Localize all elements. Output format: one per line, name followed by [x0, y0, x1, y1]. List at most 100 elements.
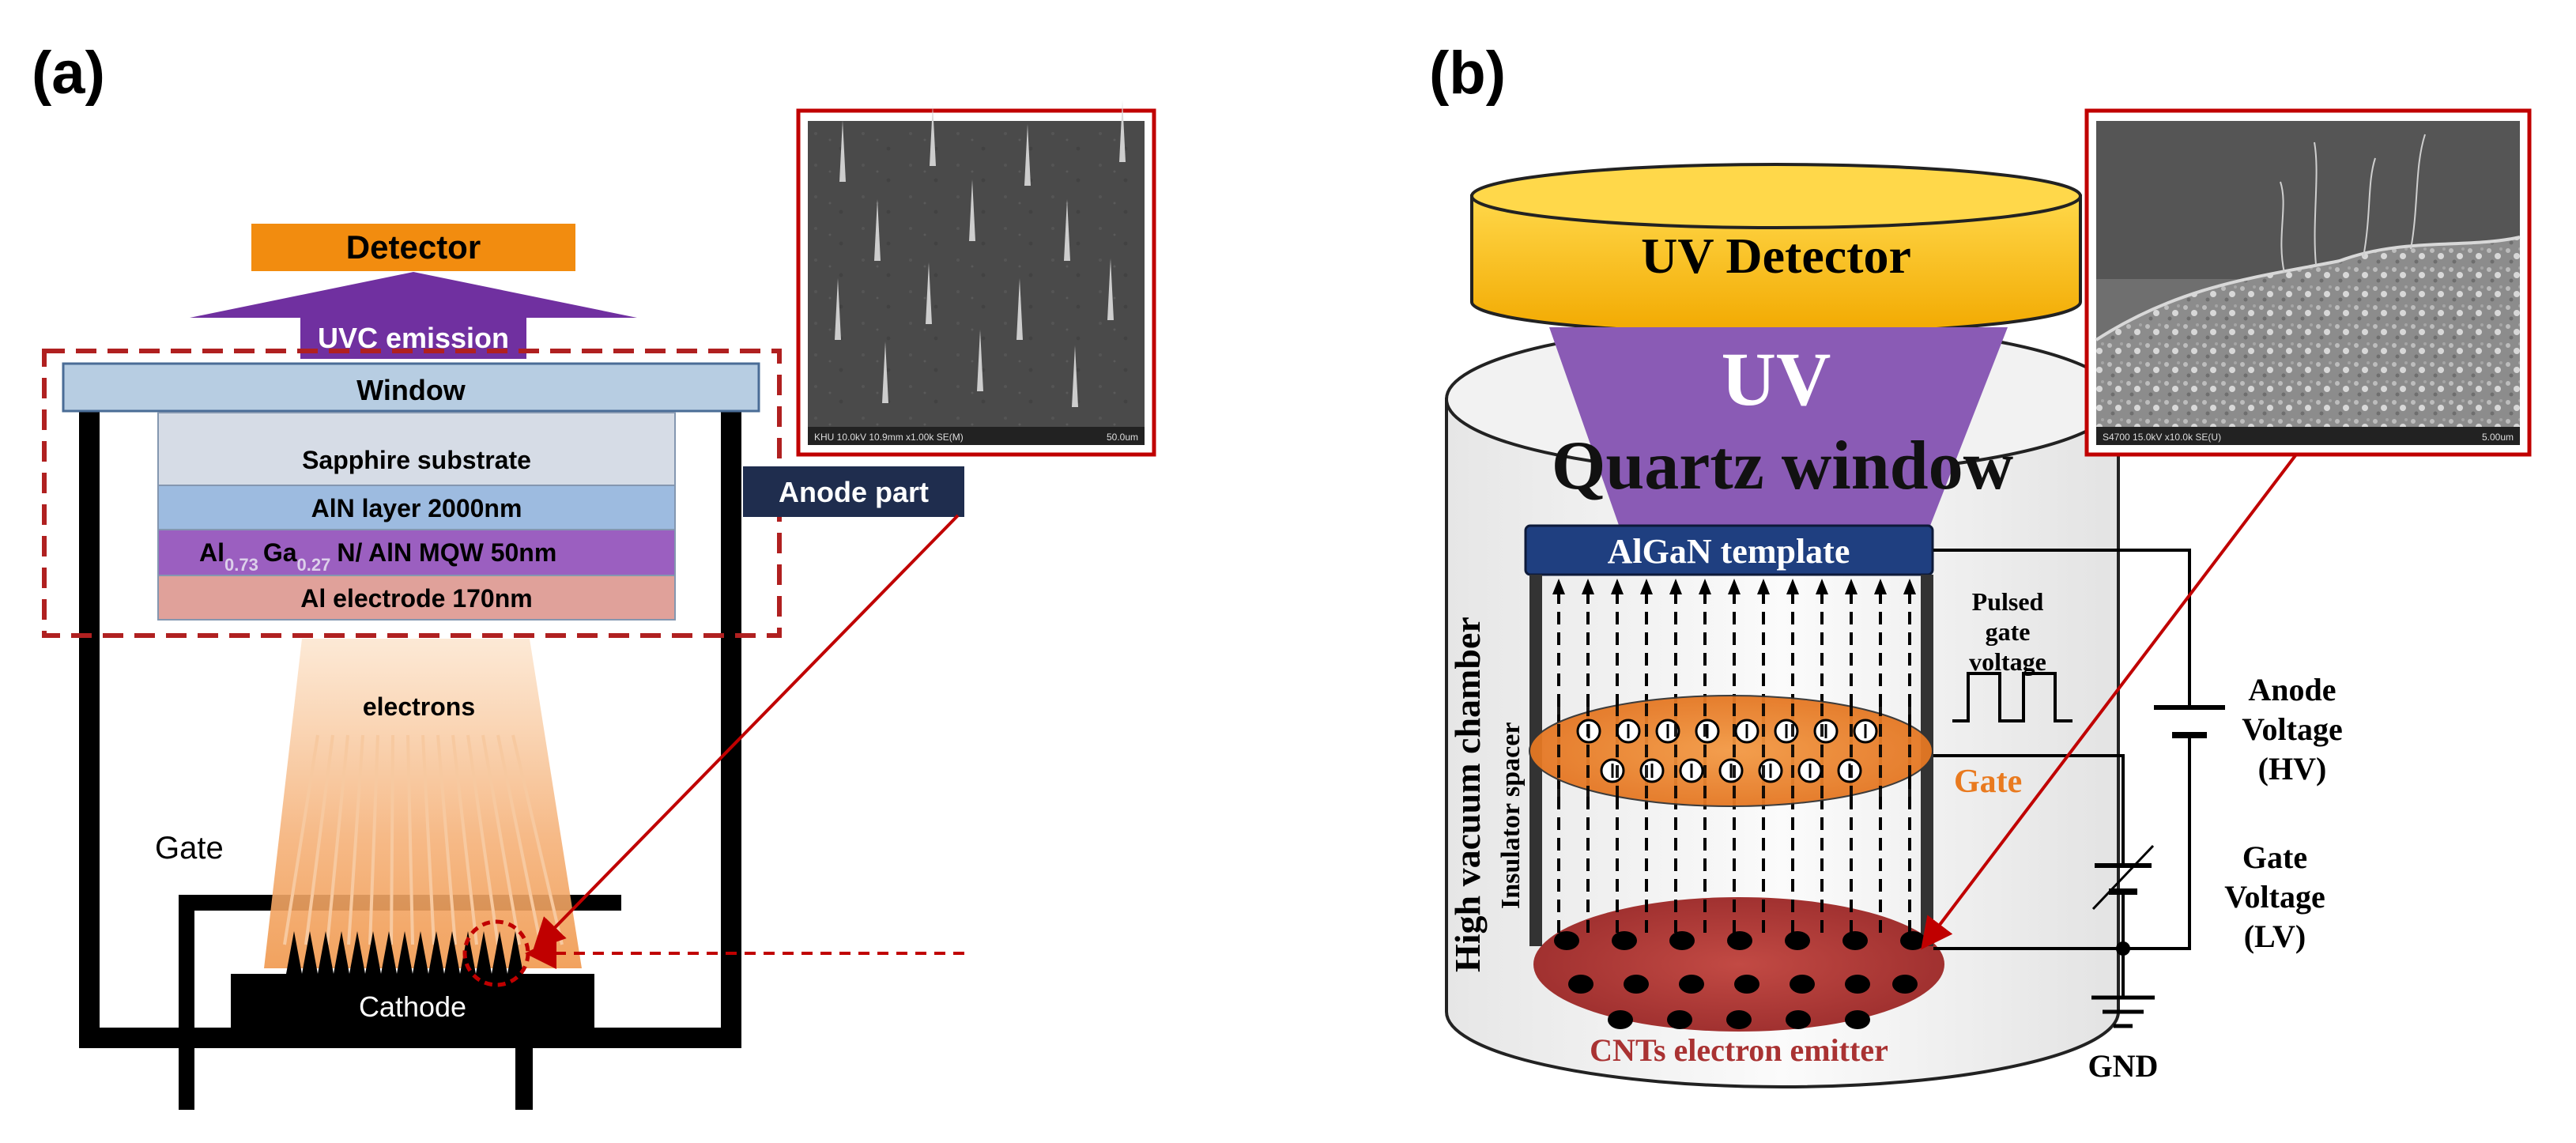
- nano-tip: [492, 931, 507, 974]
- electron-rays: [283, 734, 564, 945]
- cnt-emitter-base: [1533, 897, 1944, 1032]
- variable-arrow: [2091, 844, 2155, 911]
- electron-ray: [406, 734, 414, 945]
- sem-spike: [1072, 345, 1078, 407]
- electron-ray: [326, 734, 349, 945]
- gate-voltage-label: Gate Voltage (LV): [2224, 839, 2325, 954]
- sem-spike: [882, 341, 888, 403]
- cnt-emitter-dot: [1568, 975, 1593, 994]
- electron-arrowhead: [1874, 579, 1887, 594]
- cnt-emitter-dot: [1669, 931, 1695, 950]
- nano-tip: [428, 931, 444, 974]
- pulse-waveform: [1952, 672, 2072, 722]
- nano-tip: [476, 931, 492, 974]
- electron-arrowheads: [1552, 579, 1916, 594]
- mqw-al-sub: 0.73: [224, 555, 258, 575]
- gate-voltage-line-1: Gate: [2242, 839, 2307, 875]
- cnt-emitter-dot: [1734, 975, 1759, 994]
- callout-solid-arrow: [533, 514, 960, 950]
- electron-beam: [264, 639, 582, 968]
- nano-tip: [444, 931, 460, 974]
- cnt-emitter-dot: [1624, 975, 1649, 994]
- sem-spike: [1107, 258, 1114, 320]
- nano-tip: [349, 931, 365, 974]
- quartz-window-label: Quartz window: [1552, 428, 2014, 504]
- circuit-wires: [1933, 549, 2191, 998]
- nano-tip: [507, 931, 523, 974]
- electron-ray: [283, 734, 319, 945]
- nano-tip: [413, 931, 428, 974]
- mqw-al: Al: [199, 538, 224, 567]
- sem-spike: [969, 179, 975, 241]
- cnt-emitter-dot: [1900, 931, 1925, 950]
- electron-arrowhead: [1757, 579, 1770, 594]
- electron-arrowhead: [1699, 579, 1711, 594]
- gate-label: Gate: [155, 831, 224, 866]
- junction-dot: [2116, 941, 2130, 956]
- gnd-label: GND: [2088, 1048, 2159, 1084]
- cnt-emitter-dot: [1726, 1010, 1752, 1029]
- sem-spike: [926, 262, 932, 324]
- chamber-label: High vacuum chamber: [1447, 617, 1488, 972]
- anode-voltage-label: Anode Voltage (HV): [2242, 672, 2342, 787]
- cnt-emitter-dot: [1845, 975, 1870, 994]
- electron-paths-over-gate: [1557, 704, 1911, 798]
- sem-spike: [930, 104, 936, 166]
- cnt-emitter-dot: [1679, 975, 1704, 994]
- sem-spike: [1119, 100, 1126, 162]
- electron-arrowhead: [1786, 579, 1799, 594]
- electron-ray: [481, 734, 521, 945]
- nano-tip: [460, 931, 476, 974]
- electrode-label: Al electrode 170nm: [300, 584, 532, 613]
- sem-b-scale: 5.00um: [2482, 432, 2514, 443]
- ground-symbol: [2091, 995, 2155, 1028]
- nano-tip: [397, 931, 413, 974]
- sapphire-label: Sapphire substrate: [302, 446, 531, 474]
- cnt-emitter-dot: [1786, 1010, 1811, 1029]
- pulsed-line-1: Pulsed: [1972, 587, 2044, 616]
- nano-tip: [302, 931, 318, 974]
- sapphire-layer: [157, 412, 676, 486]
- gate-b-label: Gate: [1954, 764, 2022, 800]
- pulsed-line-2: gate: [1986, 617, 2031, 646]
- electron-ray: [390, 734, 394, 945]
- sem-spike: [874, 199, 881, 261]
- cathode-tips: [286, 931, 523, 974]
- electron-ray: [368, 734, 379, 945]
- chamber-frame: [79, 409, 741, 1110]
- electron-ray: [466, 734, 500, 945]
- nano-tip: [365, 931, 381, 974]
- electron-arrowhead: [1669, 579, 1682, 594]
- electron-ray: [421, 734, 436, 945]
- anode-voltage-line-1: Anode: [2248, 672, 2336, 707]
- panel-b: (b) UV Detector UV Quartz window AlGaN t…: [1429, 40, 2532, 1088]
- panel-a: (a) Detector UVC emission Window Sapphir…: [32, 40, 1156, 1110]
- electron-arrowhead: [1845, 579, 1858, 594]
- anode-part-label: Anode part: [779, 476, 929, 508]
- pulsed-line-3: voltage: [1969, 647, 2046, 676]
- aln-label: AlN layer 2000nm: [311, 494, 522, 522]
- sem-a-scale: 50.0um: [1107, 432, 1138, 443]
- cnt-emitter-dot: [1842, 931, 1868, 950]
- electrons-label: electrons: [363, 692, 475, 721]
- cnt-emitter-dot: [1845, 1010, 1870, 1029]
- anode-voltage-line-2: Voltage: [2242, 711, 2342, 747]
- window-layer: [62, 362, 760, 413]
- sem-a-caption: KHU 10.0kV 10.9mm x1.00k SE(M): [814, 432, 964, 443]
- electron-ray: [347, 734, 364, 945]
- cnt-emitter-dot: [1554, 931, 1579, 950]
- panel-b-label: (b): [1429, 40, 1506, 107]
- anode-part-box: [743, 466, 964, 517]
- cnt-emitter-dot: [1667, 1010, 1692, 1029]
- uvc-emission-label: UVC emission: [318, 322, 509, 354]
- mqw-layer: [157, 529, 676, 576]
- nano-tip: [381, 931, 397, 974]
- sem-spike: [839, 120, 846, 182]
- panel-a-label: (a): [32, 40, 105, 107]
- gate-voltage-line-2: Voltage: [2224, 879, 2325, 915]
- sem-spike: [1016, 278, 1023, 340]
- cnt-emitter-dot: [1790, 975, 1815, 994]
- electron-ray: [436, 734, 457, 945]
